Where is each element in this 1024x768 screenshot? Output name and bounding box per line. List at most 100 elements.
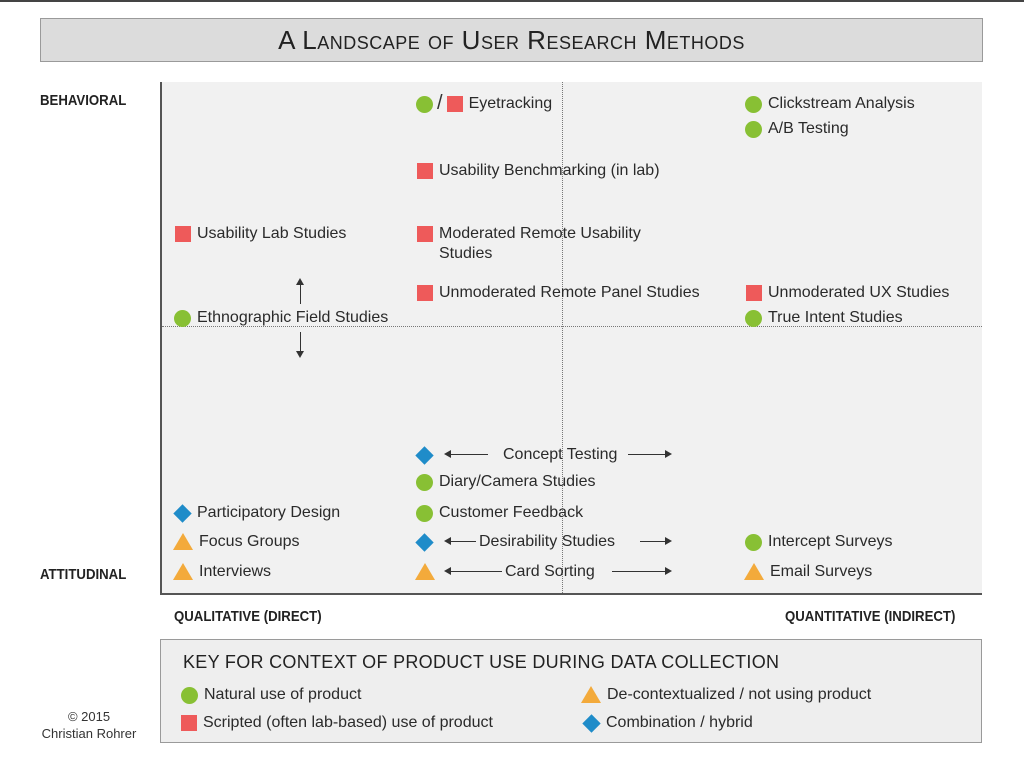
method-usability-benchmarking: Usability Benchmarking (in lab) <box>417 161 660 181</box>
combination-diamond-icon <box>582 714 601 733</box>
method-label: Diary/Camera Studies <box>439 473 596 490</box>
natural-circle-icon <box>745 121 762 138</box>
vertical-midline <box>562 82 563 593</box>
natural-circle-icon <box>181 687 198 704</box>
legend-decontextualized: De-contextualized / not using product <box>581 685 871 705</box>
decontextualized-triangle-icon <box>415 563 435 580</box>
arrow-right-shaft <box>628 454 666 455</box>
method-label: Focus Groups <box>199 533 300 550</box>
method-label: Usability Benchmarking (in lab) <box>439 162 660 179</box>
method-label: Card Sorting <box>505 563 595 580</box>
arrow-left-icon <box>444 450 451 458</box>
decontextualized-triangle-icon <box>173 533 193 550</box>
method-moderated-remote: Moderated Remote Usability Studies <box>417 224 679 264</box>
method-customer-feedback: Customer Feedback <box>416 503 583 523</box>
legend-natural: Natural use of product <box>181 685 361 705</box>
arrow-left-shaft <box>450 571 502 572</box>
method-label: Desirability Studies <box>479 533 616 550</box>
natural-circle-icon <box>174 310 191 327</box>
arrow-right-icon <box>665 567 672 575</box>
method-label: Participatory Design <box>197 504 341 521</box>
axis-label-quantitative: QUANTITATIVE (INDIRECT) <box>785 608 956 625</box>
method-label: Customer Feedback <box>439 504 584 521</box>
method-diary-camera: Diary/Camera Studies <box>416 472 596 492</box>
scripted-square-icon <box>446 96 463 112</box>
arrow-left-shaft <box>450 454 488 455</box>
method-eyetracking: / Eyetracking <box>416 92 553 114</box>
method-intercept-surveys: Intercept Surveys <box>745 532 893 552</box>
arrow-down-icon <box>296 351 304 358</box>
legend-title: KEY FOR CONTEXT OF PRODUCT USE DURING DA… <box>183 652 780 672</box>
method-unmoderated-ux: Unmoderated UX Studies <box>746 283 949 303</box>
decontextualized-triangle-icon <box>581 686 601 703</box>
arrow-up-shaft <box>300 284 301 304</box>
diagram-title: A Landscape of User Research Methods <box>278 24 745 55</box>
legend-key: KEY FOR CONTEXT OF PRODUCT USE DURING DA… <box>160 639 982 743</box>
method-label: Concept Testing <box>503 446 618 463</box>
method-label: Clickstream Analysis <box>768 95 915 112</box>
method-unmoderated-panel: Unmoderated Remote Panel Studies <box>417 283 700 303</box>
natural-circle-icon <box>416 505 433 522</box>
copyright-author: Christian Rohrer <box>41 726 137 741</box>
legend-combination: Combination / hybrid <box>582 713 753 733</box>
natural-circle-icon <box>745 534 762 551</box>
arrow-left-icon <box>444 567 451 575</box>
method-clickstream: Clickstream Analysis <box>745 94 915 114</box>
method-email-surveys: Email Surveys <box>744 562 872 582</box>
scripted-square-icon <box>181 715 197 731</box>
method-label: Usability Lab Studies <box>197 225 347 242</box>
method-interviews: Interviews <box>173 562 271 582</box>
scripted-square-icon <box>746 285 762 301</box>
copyright-notice: © 2015 Christian Rohrer <box>30 708 148 742</box>
arrow-left-icon <box>444 537 451 545</box>
method-label: Unmoderated Remote Panel Studies <box>439 284 700 301</box>
natural-circle-icon <box>416 96 433 113</box>
method-label: Moderated Remote Usability Studies <box>439 225 641 262</box>
arrow-left-shaft <box>450 541 476 542</box>
legend-label: Natural use of product <box>204 686 362 703</box>
method-label: A/B Testing <box>768 120 849 137</box>
method-label: Unmoderated UX Studies <box>768 284 950 301</box>
arrow-up-icon <box>296 278 304 285</box>
method-focus-groups: Focus Groups <box>173 532 299 552</box>
method-true-intent: True Intent Studies <box>745 308 903 328</box>
slash-separator: / <box>437 92 443 114</box>
method-label: Eyetracking <box>468 95 553 112</box>
method-label: Email Surveys <box>770 563 873 580</box>
method-label: Intercept Surveys <box>768 533 893 550</box>
combination-diamond-icon <box>415 446 434 465</box>
horizontal-midline <box>162 326 982 327</box>
method-label: Interviews <box>199 563 272 580</box>
arrow-right-icon <box>665 537 672 545</box>
method-label: Ethnographic Field Studies <box>197 309 389 326</box>
scripted-square-icon <box>417 285 433 301</box>
arrow-down-shaft <box>300 332 301 352</box>
method-card-sorting: Card Sorting <box>415 562 595 582</box>
arrow-right-shaft <box>612 571 666 572</box>
arrow-right-shaft <box>640 541 666 542</box>
combination-diamond-icon <box>173 504 192 523</box>
title-banner: A Landscape of User Research Methods <box>40 18 983 62</box>
combination-diamond-icon <box>415 533 434 552</box>
scripted-square-icon <box>417 163 433 179</box>
legend-label: Scripted (often lab-based) use of produc… <box>203 714 493 731</box>
decontextualized-triangle-icon <box>744 563 764 580</box>
method-label: True Intent Studies <box>768 309 903 326</box>
method-ab-testing: A/B Testing <box>745 119 849 139</box>
method-usability-lab: Usability Lab Studies <box>175 224 346 244</box>
scripted-square-icon <box>417 226 433 242</box>
natural-circle-icon <box>416 474 433 491</box>
natural-circle-icon <box>745 96 762 113</box>
method-ethnographic: Ethnographic Field Studies <box>174 308 388 328</box>
legend-label: De-contextualized / not using product <box>607 686 872 703</box>
arrow-right-icon <box>665 450 672 458</box>
axis-label-attitudinal: ATTITUDINAL <box>40 566 127 583</box>
legend-label: Combination / hybrid <box>606 714 753 731</box>
method-concept-testing: Concept Testing <box>415 445 618 465</box>
scripted-square-icon <box>175 226 191 242</box>
axis-label-behavioral: BEHAVIORAL <box>40 92 127 109</box>
plot-area <box>160 82 982 595</box>
copyright-year: © 2015 <box>67 709 111 724</box>
top-rule <box>0 0 1024 2</box>
natural-circle-icon <box>745 310 762 327</box>
